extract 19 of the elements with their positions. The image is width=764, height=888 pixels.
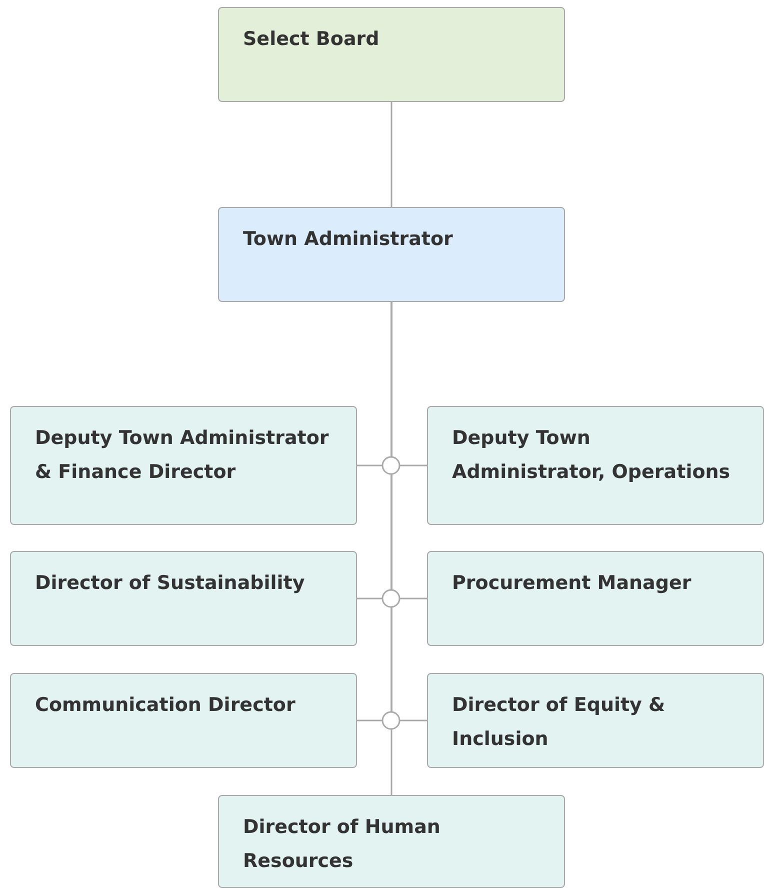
org-box	[427, 406, 764, 525]
role-title: Deputy Town Administrator, Operations	[452, 426, 732, 485]
org-box	[10, 551, 357, 646]
role-title: Director of Sustainability	[35, 571, 306, 596]
org-box	[218, 795, 565, 888]
org-box	[218, 207, 565, 302]
role-title: Select Board	[243, 27, 380, 52]
role-title: Town Administrator	[243, 227, 454, 252]
role-title: Communication Director	[35, 693, 296, 718]
org-box	[10, 406, 357, 525]
role-title: Director of Human Resources	[243, 815, 442, 874]
org-box	[10, 673, 357, 768]
org-box	[427, 551, 764, 646]
role-title: Deputy Town Administrator & Finance Director	[35, 426, 330, 485]
org-box	[427, 673, 764, 768]
org-box	[218, 7, 565, 102]
connector-line	[390, 102, 392, 207]
role-title: Procurement Manager	[452, 571, 692, 596]
role-title: Director of Equity & Inclusion	[452, 693, 666, 752]
